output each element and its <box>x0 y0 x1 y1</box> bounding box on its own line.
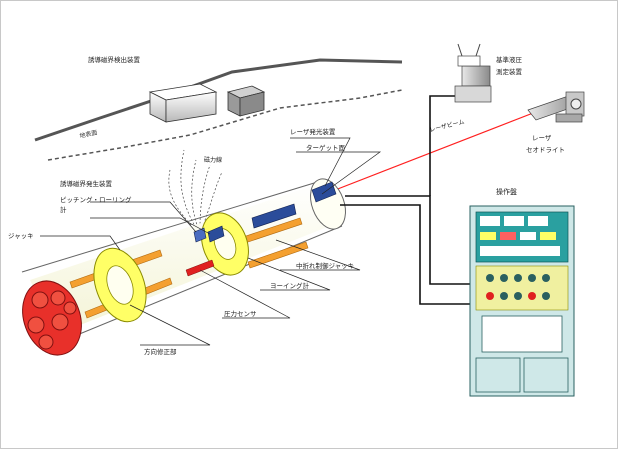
instrument-units <box>193 181 337 243</box>
reference-unit-label-2: 測定装置 <box>496 67 523 76</box>
magnetic-detector-device <box>148 83 266 123</box>
laser-theodolite-label-2: セオドライト <box>526 146 565 154</box>
relay-jack-label: 中折れ制御ジャッキ <box>296 261 354 270</box>
magnetic-generator-label: 誘導磁界発生装置 <box>60 179 113 188</box>
reference-pressure-unit <box>454 43 492 103</box>
yawing-meter-label: ヨーイング計 <box>270 281 310 290</box>
pitching-rolling-label: ピッチング・ローリング <box>60 195 132 204</box>
leader-lines <box>40 137 382 346</box>
jack-label: ジャッキ <box>8 232 34 240</box>
laser-theodolite <box>527 91 585 123</box>
yellow-rings <box>93 212 249 323</box>
operation-panel <box>469 205 575 397</box>
cables <box>340 95 470 305</box>
laser-beam <box>329 107 547 193</box>
laser-emitter-label: レーザ発光装置 <box>290 127 336 136</box>
magnetic-lines-label: 磁力線 <box>204 156 222 164</box>
pitching-rolling-label-2: 計 <box>60 205 67 214</box>
pressure-sensor-bar <box>185 259 215 277</box>
magnetic-detector-label: 誘導磁界検出装置 <box>88 55 141 64</box>
steering-section-label: 方向修正部 <box>144 347 177 356</box>
reference-unit-label-1: 基準液圧 <box>496 55 523 64</box>
ground-surface: 地表面 <box>34 58 403 161</box>
laser-theodolite-label-1: レーザ <box>532 134 552 142</box>
laser-beam-label: レーザビーム <box>429 118 466 134</box>
ground-line-label: 地表面 <box>79 128 98 140</box>
target-plate-label: ターゲット面 <box>306 143 346 152</box>
cutter-head <box>22 280 82 356</box>
operation-panel-label: 操作盤 <box>496 187 517 196</box>
pressure-sensor-label: 圧力センサ <box>224 309 257 318</box>
